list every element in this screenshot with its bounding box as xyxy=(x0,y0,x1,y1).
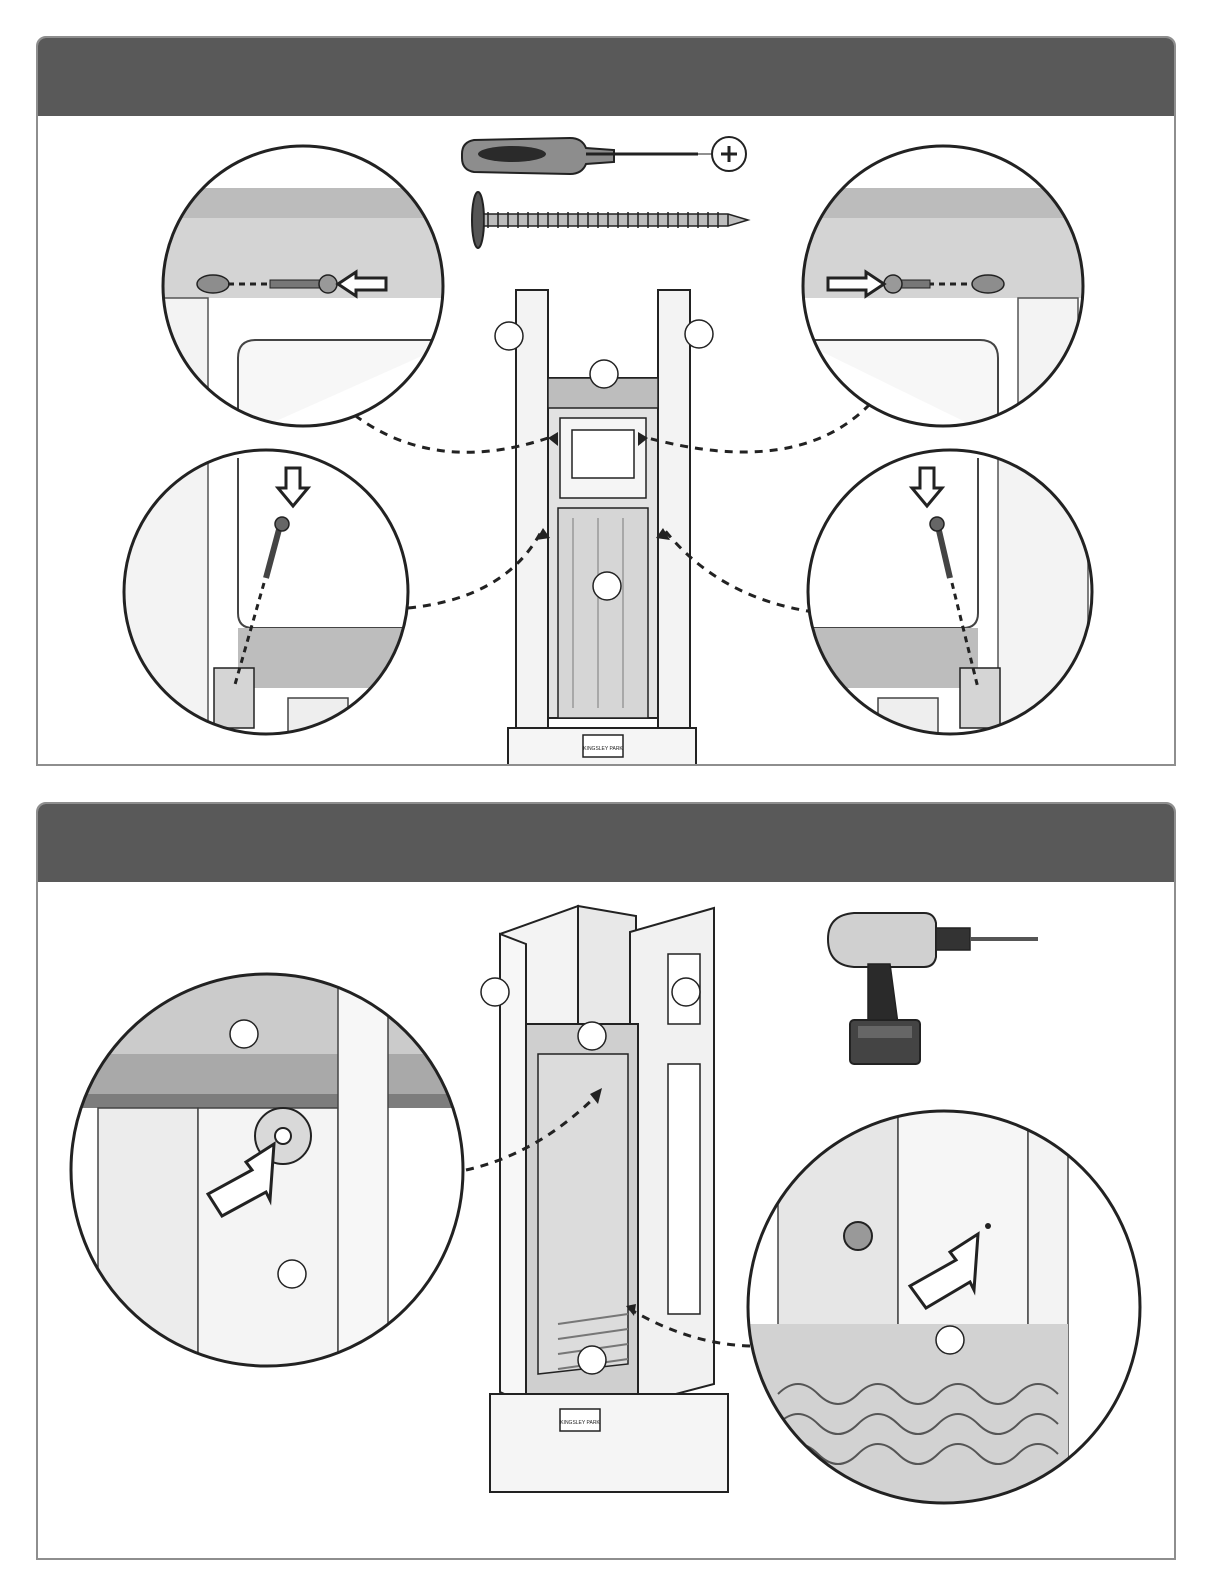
detail-bottom-right xyxy=(808,448,1108,748)
step-1-illustration: KINGSLEY PARK xyxy=(38,38,1176,766)
part-marker xyxy=(936,1326,964,1354)
brand-badge: KINGSLEY PARK xyxy=(583,735,623,757)
part-marker xyxy=(590,360,618,388)
detail-drill-top xyxy=(68,974,468,1378)
step-panel-2: KINGSLEY PARK xyxy=(36,802,1176,1560)
screw-icon xyxy=(472,192,748,248)
part-marker xyxy=(230,1020,258,1048)
power-drill-icon xyxy=(828,913,1038,1064)
detail-top-left xyxy=(158,138,458,448)
brand-badge: KINGSLEY PARK xyxy=(560,1409,600,1431)
planter-box-front-view: KINGSLEY PARK xyxy=(495,290,713,766)
detail-bottom-left xyxy=(118,448,418,748)
svg-text:KINGSLEY PARK: KINGSLEY PARK xyxy=(560,1420,600,1426)
part-marker xyxy=(685,320,713,348)
part-marker xyxy=(278,1260,306,1288)
phillips-screwdriver-icon xyxy=(462,137,746,174)
part-marker xyxy=(593,572,621,600)
detail-top-right xyxy=(798,138,1098,448)
detail-drill-bottom xyxy=(748,1109,1148,1514)
step-panel-1: KINGSLEY PARK xyxy=(36,36,1176,766)
step-2-illustration: KINGSLEY PARK xyxy=(38,804,1176,1560)
part-marker xyxy=(495,322,523,350)
planter-box-three-quarter-view: KINGSLEY PARK xyxy=(481,906,728,1492)
svg-text:KINGSLEY PARK: KINGSLEY PARK xyxy=(583,746,623,752)
part-marker xyxy=(672,978,700,1006)
part-marker xyxy=(481,978,509,1006)
part-marker xyxy=(578,1022,606,1050)
part-marker xyxy=(578,1346,606,1374)
